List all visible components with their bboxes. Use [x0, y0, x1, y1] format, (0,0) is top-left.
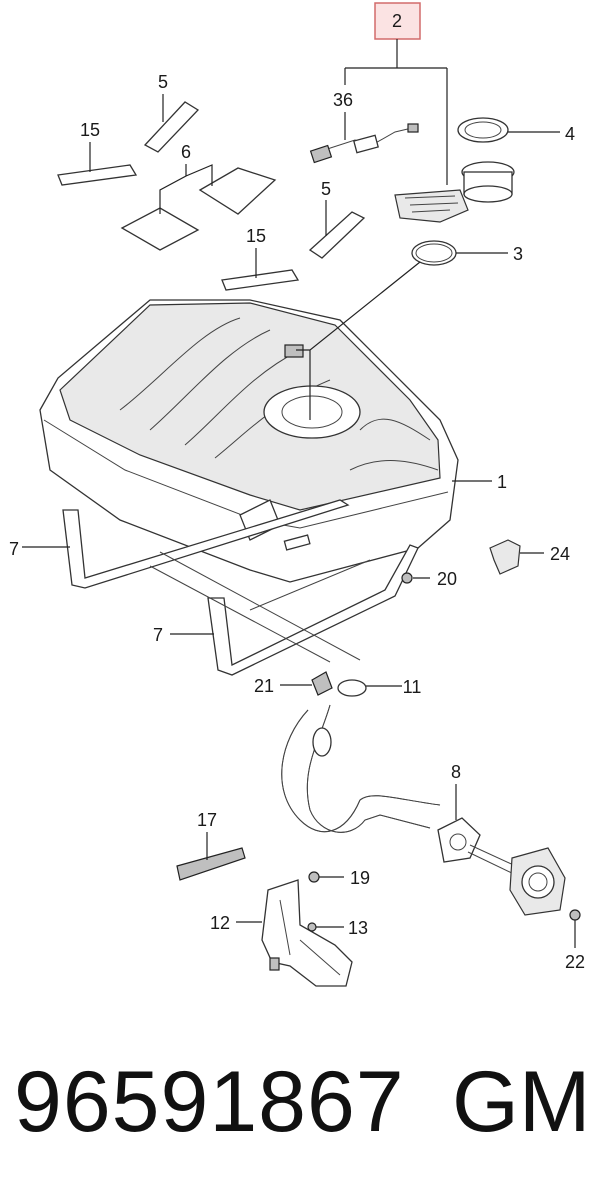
callout-13-label: 13	[348, 918, 368, 938]
callout-6-label: 6	[181, 142, 191, 162]
callout-5a-label: 5	[158, 72, 168, 92]
part-6-pads	[120, 164, 277, 251]
part-19-bolt	[308, 871, 344, 883]
part-5-pad-a	[143, 94, 200, 153]
callout-11-label: 11	[403, 677, 422, 697]
callout-2-leader	[344, 39, 448, 185]
callout-21-label: 21	[254, 676, 274, 696]
callout-8-label: 8	[451, 762, 461, 782]
callout-7b-label: 7	[153, 625, 163, 645]
callout-1-label: 1	[497, 472, 507, 492]
callout-7a-label: 7	[9, 539, 19, 559]
pump-leader-to-tank	[296, 261, 421, 420]
strap-guide-lines	[149, 551, 371, 663]
part-17-label	[176, 832, 246, 881]
callout-17-label: 17	[197, 810, 217, 830]
part-15-pad-a	[57, 142, 138, 186]
part-1-fuel-tank	[39, 299, 492, 583]
part-number: 96591867	[14, 1054, 405, 1150]
part-4-lock-ring	[457, 117, 560, 143]
part-7-strap-b	[170, 544, 419, 676]
callout-2-highlight-box	[374, 2, 421, 40]
callout-22-label: 22	[565, 952, 585, 972]
callout-36-label: 36	[333, 90, 353, 110]
callout-20-label: 20	[437, 569, 457, 589]
callout-24-label: 24	[550, 544, 570, 564]
part-21-clamp	[280, 671, 333, 696]
callout-19-label: 19	[350, 868, 370, 888]
fuel-pump-module	[394, 161, 515, 223]
part-20-nut	[401, 572, 430, 584]
callout-2-label: 2	[392, 11, 402, 31]
part-24-clip	[489, 539, 544, 575]
part-36-sender-wire	[309, 112, 419, 164]
part-7-strap-a	[22, 499, 350, 589]
fuel-tank-exploded-diagram: 2 36 4 3 5 15	[9, 2, 585, 987]
part-15-pad-b	[221, 248, 300, 291]
callout-5b-label: 5	[321, 179, 331, 199]
callout-3-label: 3	[513, 244, 523, 264]
callout-2-group[interactable]: 2	[344, 2, 448, 185]
callout-12-label: 12	[210, 913, 230, 933]
part-12-shield	[236, 879, 353, 987]
part-3-gasket	[411, 240, 508, 266]
brand-name: GM	[452, 1054, 591, 1150]
part-8-filler-neck	[437, 784, 521, 877]
callout-15a-label: 15	[80, 120, 100, 140]
part-13-nut	[307, 922, 344, 932]
callout-4-label: 4	[565, 124, 575, 144]
filler-hoses	[281, 704, 441, 833]
part-5-pad-b	[308, 200, 366, 259]
part-22-screw	[569, 909, 581, 948]
part-11-clamp	[337, 679, 402, 697]
callout-15b-label: 15	[246, 226, 266, 246]
filler-housing	[509, 847, 566, 916]
